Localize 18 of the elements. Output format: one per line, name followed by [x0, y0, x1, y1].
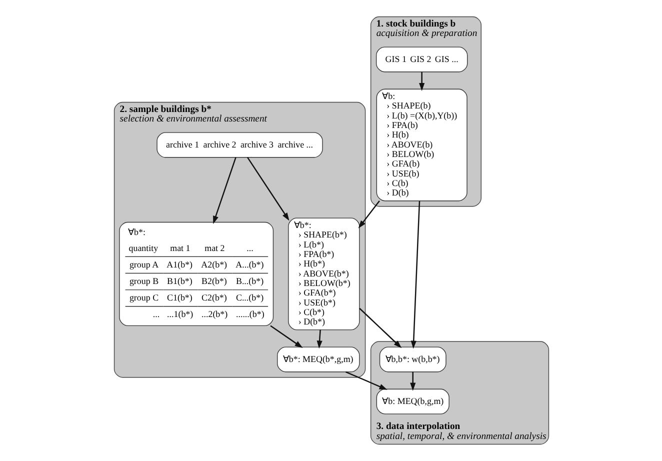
- arrow: [344, 371, 387, 390]
- arrow: [270, 325, 302, 348]
- arrow: [358, 308, 402, 348]
- node-box: ∀b*: MEQ(b*,g,m): [276, 346, 360, 372]
- node-box: GIS 1 GIS 2 GIS ...: [375, 46, 468, 72]
- arrow: [410, 201, 420, 349]
- arrow: [358, 200, 380, 228]
- node-box: ∀b*: › SHAPE(b*) › L(b*) › FPA(b*) › H(b*) › ABOVE(b*) › BELOW(b*) › GFA(b*) › USE(b*) › C(b*) › D(b*): [288, 218, 360, 330]
- node-box: ∀b: › SHAPE(b) › L(b) =(X(b),Y(b)) › FPA(b) › H(b) › ABOVE(b) › BELOW(b) › GFA(b) › USE(b) › C(b) › D(b): [376, 88, 467, 202]
- arrow: [212, 157, 236, 224]
- arrow: [410, 372, 416, 391]
- node-box: archive 1 archive 2 archive 3 archive ...: [156, 132, 322, 158]
- arrow: [316, 330, 322, 349]
- node-box: ∀b*: quantity mat 1 mat 2 ... group A A1(b*) A2(b*) A...(b*) group B B1(b*) B2(b*) B...(b*) group C C1(b*) C2(b*) C...(b*) ... ...1(b*) ...2(b*) ......(b*): [118, 222, 274, 326]
- arrow: [246, 157, 289, 221]
- arrow: [418, 72, 424, 91]
- node-box: ∀b,b*: w(b,b*): [378, 346, 446, 372]
- node-box: ∀b: MEQ(b,g,m): [376, 388, 449, 414]
